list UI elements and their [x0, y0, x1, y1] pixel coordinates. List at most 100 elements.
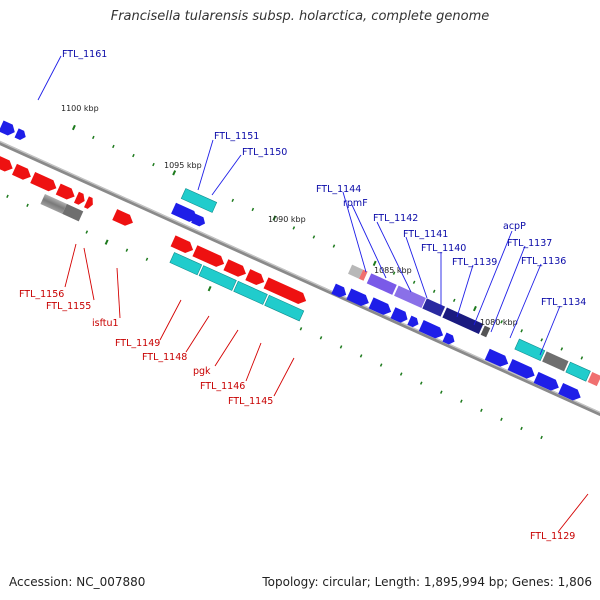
gene-ftl-1139[interactable]: [418, 320, 446, 341]
tick-minor: [26, 203, 29, 208]
label-ftl-1136[interactable]: FTL_1136: [521, 256, 566, 267]
tick-minor: [432, 289, 436, 293]
gene-ftl-1156[interactable]: [73, 191, 87, 207]
gene-ftl-1162[interactable]: [0, 120, 17, 137]
tick-label-1095: 1095 kbp: [164, 161, 202, 170]
gene-ftl-1137[interactable]: [484, 348, 511, 369]
tick-minor: [92, 135, 95, 140]
gene-ftl-1140-outer[interactable]: [422, 298, 446, 317]
gene-isftu1[interactable]: [112, 209, 135, 228]
label-ftl-1129[interactable]: FTL_1129: [530, 531, 575, 542]
gene-ftl-1144[interactable]: [331, 283, 348, 300]
reverse-strand-genes: [0, 155, 309, 306]
label-ftl-1146[interactable]: FTL_1146: [200, 381, 245, 392]
label-ftl-1149[interactable]: FTL_1149: [115, 338, 160, 349]
rna-ftl-1134[interactable]: [565, 361, 591, 382]
label-acpp[interactable]: acpP: [503, 221, 526, 232]
tick-minor: [460, 399, 463, 403]
tick-major: [272, 215, 277, 221]
gene-ftl-1134[interactable]: [533, 371, 562, 393]
genome-summary-text: Topology: circular; Length: 1,895,994 bp…: [262, 575, 592, 589]
gene-ftl-1140[interactable]: [407, 315, 420, 329]
gene-ftl-1157[interactable]: [55, 183, 77, 202]
tick-minor: [540, 338, 544, 342]
tick-major: [207, 285, 212, 292]
tick-minor: [125, 248, 129, 252]
tick-minor: [85, 230, 89, 234]
label-isftu1[interactable]: isftu1: [92, 318, 119, 329]
gene-ftl-1148[interactable]: [192, 245, 226, 269]
rna-ftl-1149[interactable]: [169, 252, 203, 276]
gene-ftl-1151[interactable]: [171, 202, 200, 225]
rna-pgk[interactable]: [233, 280, 268, 305]
tick-minor: [359, 354, 363, 358]
label-ftl-1144[interactable]: FTL_1144: [316, 184, 361, 195]
gene-ftl-1133[interactable]: [558, 382, 583, 403]
label-ftl-1145[interactable]: FTL_1145: [228, 396, 273, 407]
gene-ftl-1146[interactable]: [245, 269, 266, 287]
rna-ftl-1148[interactable]: [198, 265, 237, 291]
gene-ftl-1139-outer[interactable]: [442, 307, 484, 334]
label-pgk[interactable]: pgk: [193, 366, 211, 377]
gene-ftl-1161[interactable]: [14, 128, 28, 141]
gene-ftl-1155[interactable]: [83, 196, 95, 210]
label-ftl-1161[interactable]: FTL_1161: [62, 49, 107, 60]
leader-ftl-1149: [159, 299, 182, 341]
leader-ftl-1146: [245, 342, 262, 382]
label-ftl-1148[interactable]: FTL_1148: [142, 352, 187, 363]
tick-minor: [132, 153, 135, 158]
tick-minor: [112, 144, 115, 149]
scale-ticks: [6, 124, 584, 440]
rna-ftl-1151[interactable]: [180, 188, 218, 213]
label-ftl-1141[interactable]: FTL_1141: [403, 229, 448, 240]
label-ftl-1156[interactable]: FTL_1156: [19, 289, 64, 300]
label-ftl-1150[interactable]: FTL_1150: [242, 147, 287, 158]
gene-ftl-1159[interactable]: [11, 163, 33, 182]
label-ftl-1139[interactable]: FTL_1139: [452, 257, 497, 268]
gene-ftl-1160[interactable]: [0, 155, 15, 174]
gene-ftl-1133-outer[interactable]: [587, 372, 600, 387]
leader-isftu1: [116, 267, 121, 319]
gene-ftl-1144-outer[interactable]: [348, 264, 364, 279]
gene-ftl-1150[interactable]: [191, 213, 207, 228]
tick-label-1090: 1090 kbp: [268, 215, 306, 224]
gene-pgk[interactable]: [223, 259, 248, 279]
label-ftl-1155[interactable]: FTL_1155: [46, 301, 91, 312]
leader-ftl-1155: [83, 247, 95, 301]
gene-ftl-1157-outer[interactable]: [40, 194, 67, 214]
gene-acpp-outer[interactable]: [480, 325, 491, 338]
gene-ftl-1142-outer[interactable]: [366, 273, 397, 295]
label-ftl-1134[interactable]: FTL_1134: [541, 297, 586, 308]
gene-ftl-1141-outer[interactable]: [394, 285, 426, 309]
tick-minor: [319, 336, 323, 340]
gene-ftl-1135[interactable]: [542, 351, 569, 372]
leader-ftl-1137: [490, 245, 526, 333]
top-gene-labels: FTL_1161 FTL_1151 FTL_1150 FTL_1144 rpmF…: [62, 49, 586, 308]
gene-acpp[interactable]: [442, 332, 456, 347]
label-ftl-1142[interactable]: FTL_1142: [373, 213, 418, 224]
gene-ftl-1136[interactable]: [507, 359, 538, 381]
tick-minor: [339, 345, 343, 349]
label-ftl-1151[interactable]: FTL_1151: [214, 131, 259, 142]
gene-rpmf-outer[interactable]: [358, 269, 368, 281]
gene-ftl-1145[interactable]: [263, 277, 309, 306]
leader-ftl-1142: [376, 221, 412, 293]
gene-ftl-1141[interactable]: [390, 307, 410, 325]
gene-ftl-1142[interactable]: [368, 297, 394, 317]
leader-ftl-1150: [211, 154, 242, 196]
label-ftl-1137[interactable]: FTL_1137: [507, 238, 552, 249]
gene-ftl-1156-outer[interactable]: [62, 203, 84, 222]
gene-ftl-1149[interactable]: [170, 235, 196, 255]
leader-ftl-1161: [37, 55, 62, 101]
rna-ftl-1146[interactable]: [264, 294, 305, 322]
gene-rpmf[interactable]: [346, 288, 371, 308]
tick-minor: [332, 244, 336, 248]
gene-ftl-1158[interactable]: [30, 172, 59, 194]
label-rpmf[interactable]: rpmF: [343, 198, 368, 209]
label-ftl-1140[interactable]: FTL_1140: [421, 243, 466, 254]
tick-minor: [500, 320, 503, 324]
tick-major: [172, 170, 177, 176]
tick-minor: [580, 356, 584, 360]
rna-ftl-1136[interactable]: [514, 338, 546, 362]
